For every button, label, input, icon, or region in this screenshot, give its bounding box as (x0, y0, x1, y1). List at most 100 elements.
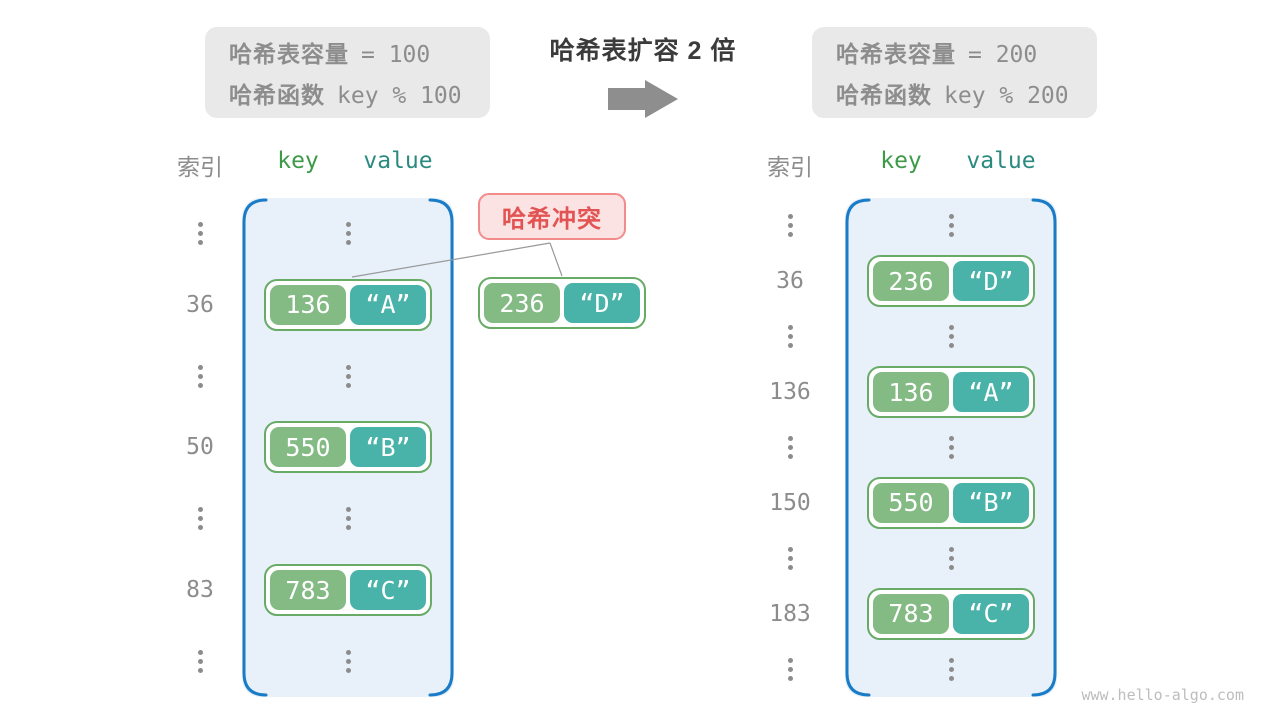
conflict-pointer-lines (351, 242, 563, 278)
hash-function-value: key % 100 (337, 83, 462, 109)
index-row: 83 (170, 554, 230, 625)
key-cell: 136 (270, 284, 346, 325)
keyvalue-header-right: key value (845, 148, 1057, 174)
table-row (845, 198, 1057, 253)
index-row (760, 642, 820, 697)
table-row (845, 309, 1057, 364)
table-row (845, 420, 1057, 475)
index-column-left: 36 50 83 (170, 198, 230, 697)
hash-conflict-callout: 哈希冲突 (478, 193, 626, 240)
key-value-pair: 136 “A” (264, 278, 432, 331)
keyvalue-header-left: key value (242, 148, 454, 174)
ellipsis-dots (345, 364, 351, 388)
key-header: key (277, 148, 319, 174)
key-cell: 783 (873, 593, 949, 634)
capacity-box-after: 哈希表容量 = 200 哈希函数 key % 200 (812, 27, 1097, 118)
capacity-box-before: 哈希表容量 = 100 哈希函数 key % 100 (205, 27, 490, 118)
ellipsis-dots (787, 546, 793, 570)
index-column-right: 36 136 150 183 (760, 198, 820, 697)
index-label: 136 (769, 379, 811, 406)
value-header: value (363, 148, 433, 174)
key-cell: 783 (270, 570, 346, 611)
ellipsis-dots (197, 364, 203, 388)
key-cell: 136 (873, 372, 949, 413)
value-header: value (966, 148, 1036, 174)
key-value-pair: 783 “C” (264, 564, 432, 617)
ellipsis-dots (197, 649, 203, 673)
hash-table-before: 136 “A” 550 “B” 783 “C” (242, 198, 454, 697)
index-label: 83 (186, 577, 214, 604)
value-cell: “C” (953, 593, 1029, 634)
table-row: 136 “A” (845, 364, 1057, 419)
ellipsis-dots (948, 546, 954, 570)
value-cell: “D” (564, 283, 640, 323)
container-bracket-icon (845, 198, 1057, 697)
key-value-pair: 550 “B” (264, 421, 432, 474)
table-row: 783 “C” (845, 586, 1057, 641)
table-row (242, 341, 454, 412)
table-row (845, 642, 1057, 697)
table-row: 550 “B” (845, 475, 1057, 530)
index-row (170, 483, 230, 554)
ellipsis-dots (787, 214, 793, 238)
ellipsis-dots (948, 325, 954, 349)
ellipsis-dots (787, 325, 793, 349)
capacity-label: 哈希表容量 (836, 41, 956, 67)
index-label: 50 (186, 434, 214, 461)
key-value-pair: 236 “D” (478, 277, 646, 329)
ellipsis-dots (345, 507, 351, 531)
index-row (170, 626, 230, 697)
ellipsis-dots (345, 649, 351, 673)
bucket-rows: 236 “D” 136 “A” 550 “B” (845, 198, 1057, 697)
value-cell: “B” (350, 427, 426, 468)
index-label: 183 (769, 600, 811, 627)
key-value-pair: 550 “B” (867, 476, 1035, 529)
table-row: 783 “C” (242, 554, 454, 625)
capacity-value: = 200 (968, 42, 1038, 68)
capacity-line: 哈希表容量 = 100 (229, 35, 490, 69)
hash-function-value: key % 200 (944, 83, 1069, 109)
index-row: 150 (760, 475, 820, 530)
table-row: 136 “A” (242, 269, 454, 340)
key-cell: 550 (873, 482, 949, 523)
index-label: 150 (769, 489, 811, 516)
table-row: 236 “D” (845, 253, 1057, 308)
value-cell: “D” (953, 261, 1029, 302)
index-row: 50 (170, 412, 230, 483)
table-row: 550 “B” (242, 412, 454, 483)
expand-title: 哈希表扩容 2 倍 (549, 37, 737, 65)
index-label: 36 (186, 291, 214, 318)
table-row (845, 531, 1057, 586)
table-row (242, 626, 454, 697)
index-header-left: 索引 (177, 154, 223, 180)
hash-function-line: 哈希函数 key % 100 (229, 76, 490, 110)
index-row: 183 (760, 586, 820, 641)
right-arrow-icon (608, 80, 678, 118)
ellipsis-dots (787, 435, 793, 459)
bucket-rows: 136 “A” 550 “B” 783 “C” (242, 198, 454, 697)
value-cell: “A” (953, 372, 1029, 413)
ellipsis-dots (345, 222, 351, 246)
table-row (242, 483, 454, 554)
value-cell: “A” (350, 284, 426, 325)
index-row (760, 198, 820, 253)
hash-table-after: 236 “D” 136 “A” 550 “B” (845, 198, 1057, 697)
value-cell: “B” (953, 482, 1029, 523)
hash-function-label: 哈希函数 (229, 82, 325, 108)
key-header: key (880, 148, 922, 174)
key-cell: 550 (270, 427, 346, 468)
ellipsis-dots (787, 657, 793, 681)
index-row (760, 420, 820, 475)
ellipsis-dots (948, 657, 954, 681)
table-row (242, 198, 454, 269)
index-row: 136 (760, 364, 820, 419)
ellipsis-dots (197, 222, 203, 246)
capacity-label: 哈希表容量 (229, 41, 349, 67)
capacity-line: 哈希表容量 = 200 (836, 35, 1097, 69)
hash-function-label: 哈希函数 (836, 82, 932, 108)
key-cell: 236 (484, 283, 560, 323)
value-cell: “C” (350, 570, 426, 611)
key-value-pair: 236 “D” (867, 255, 1035, 308)
index-row: 36 (760, 253, 820, 308)
